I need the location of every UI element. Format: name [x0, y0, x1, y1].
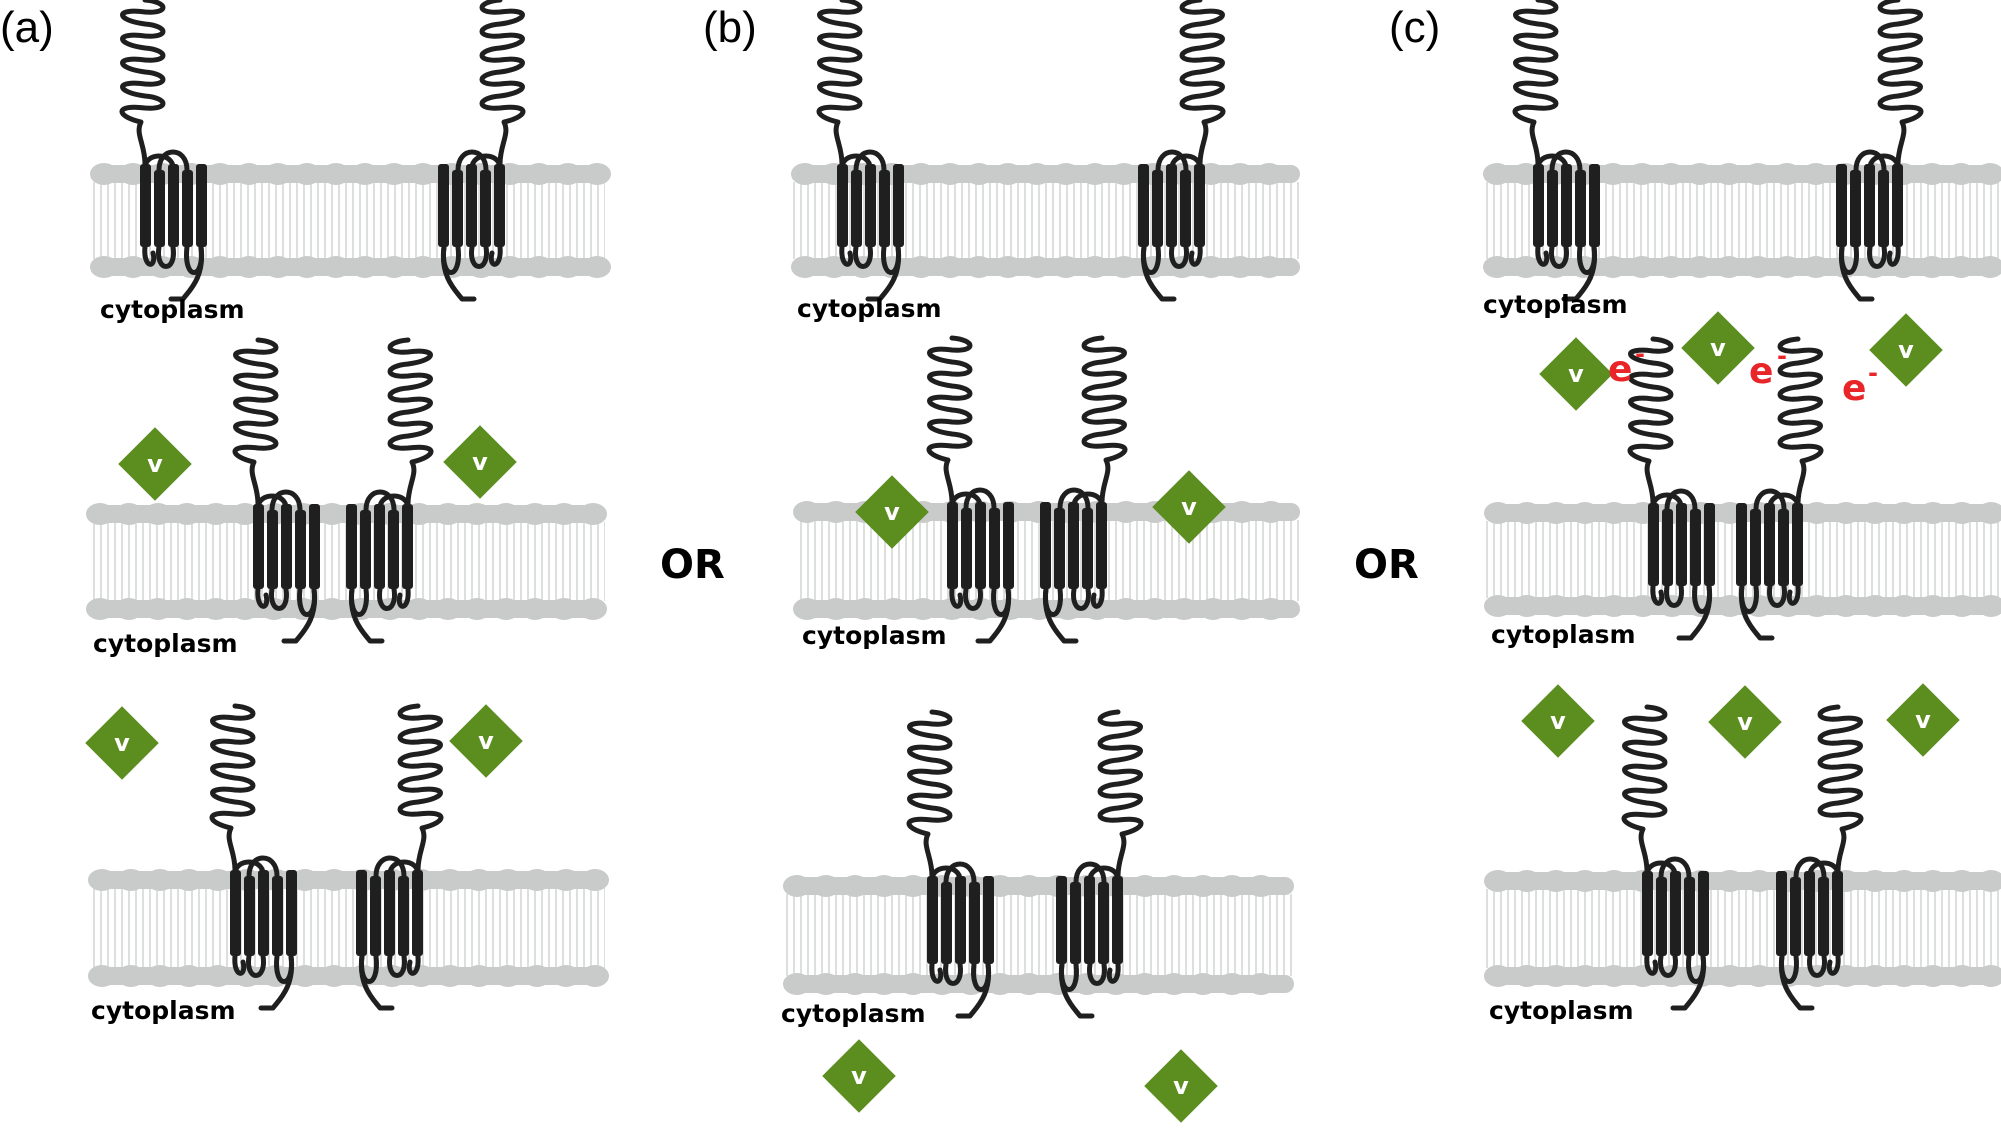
- or-connector: OR: [660, 542, 725, 588]
- svg-text:v: v: [114, 729, 130, 757]
- receptor-protein: [119, 0, 207, 302]
- lipid-bilayer: [88, 869, 609, 987]
- receptor-protein: [906, 709, 994, 1019]
- cytoplasm-label: cytoplasm: [781, 999, 926, 1028]
- cytoplasm-label: cytoplasm: [1489, 996, 1634, 1025]
- svg-text:e: e: [1608, 349, 1632, 390]
- svg-text:v: v: [1568, 360, 1584, 388]
- svg-text:v: v: [1915, 706, 1931, 734]
- lipid-bilayer: [783, 875, 1294, 995]
- ligand-v: v: [85, 706, 159, 780]
- cytoplasm-label: cytoplasm: [802, 621, 947, 650]
- svg-text:-: -: [1635, 340, 1645, 368]
- electron-label: e -: [1842, 359, 1878, 409]
- lipid-bilayer: [1484, 870, 2001, 987]
- receptor-protein: [232, 337, 320, 644]
- electron-label: e -: [1608, 340, 1645, 390]
- ligand-v: v: [855, 475, 929, 549]
- svg-text:v: v: [478, 727, 494, 755]
- cytoplasm-label: cytoplasm: [797, 294, 942, 323]
- receptor-protein: [1627, 336, 1715, 641]
- svg-text:e: e: [1842, 368, 1866, 409]
- receptor-protein: [816, 0, 904, 302]
- panel-label-c: (c): [1389, 3, 1440, 52]
- ligand-v: v: [1869, 313, 1943, 387]
- ligand-v: v: [1681, 311, 1755, 385]
- receptor-protein: [346, 337, 434, 644]
- ligand-v: v: [1886, 683, 1960, 757]
- panel-label-b: (b): [703, 3, 757, 52]
- receptor-protein: [1056, 709, 1144, 1019]
- receptor-protein: [1836, 0, 1924, 302]
- or-connector: OR: [1354, 542, 1419, 588]
- svg-text:v: v: [851, 1062, 867, 1090]
- receptor-protein: [1776, 704, 1864, 1011]
- receptor-protein: [926, 335, 1014, 644]
- receptor-protein: [1736, 336, 1824, 641]
- cytoplasm-label: cytoplasm: [100, 295, 245, 324]
- svg-text:v: v: [1181, 493, 1197, 521]
- ligand-v: v: [1708, 685, 1782, 759]
- ligand-v: v: [1521, 684, 1595, 758]
- svg-text:v: v: [1710, 334, 1726, 362]
- receptor-protein: [209, 703, 297, 1011]
- ligand-v: v: [443, 425, 517, 499]
- lipid-bilayer: [1483, 163, 2001, 278]
- ligand-v: v: [118, 427, 192, 501]
- receptor-protein: [1621, 704, 1709, 1011]
- receptor-layer: [119, 0, 1924, 1019]
- svg-text:v: v: [472, 448, 488, 476]
- svg-text:v: v: [884, 498, 900, 526]
- ligand-v: v: [1152, 470, 1226, 544]
- receptor-protein: [1138, 0, 1226, 302]
- svg-text:-: -: [1868, 359, 1878, 387]
- receptor-protein: [356, 703, 444, 1011]
- receptor-protein: [1040, 335, 1128, 644]
- svg-text:v: v: [1898, 336, 1914, 364]
- electron-label: e -: [1749, 342, 1787, 392]
- ligand-v: v: [822, 1039, 896, 1113]
- ligand-layer: v v v v v v v v v v v v v v: [85, 311, 1960, 1123]
- svg-text:-: -: [1777, 342, 1787, 370]
- ligand-v: v: [1144, 1049, 1218, 1123]
- svg-text:e: e: [1749, 351, 1773, 392]
- receptor-protein: [438, 0, 526, 302]
- cytoplasm-label: cytoplasm: [93, 629, 238, 658]
- svg-text:v: v: [1550, 707, 1566, 735]
- cytoplasm-label: cytoplasm: [1483, 290, 1628, 319]
- ligand-v: v: [1539, 337, 1613, 411]
- panel-label-a: (a): [0, 3, 54, 52]
- ligand-v: v: [449, 704, 523, 778]
- cytoplasm-label: cytoplasm: [91, 996, 236, 1025]
- svg-text:v: v: [1173, 1072, 1189, 1100]
- svg-text:v: v: [1737, 708, 1753, 736]
- receptor-protein: [1512, 0, 1600, 302]
- cytoplasm-label: cytoplasm: [1491, 620, 1636, 649]
- svg-text:v: v: [147, 450, 163, 478]
